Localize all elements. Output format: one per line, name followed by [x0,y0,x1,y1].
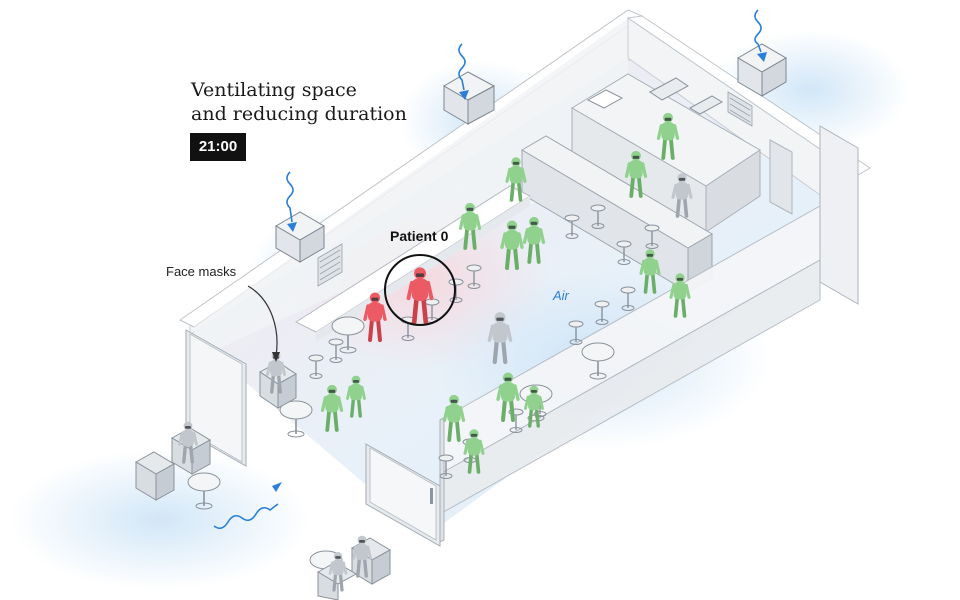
person-figure-icon [500,220,524,270]
face-masks-label: Face masks [166,264,237,279]
title-line: and reducing duration [191,103,407,125]
person-figure-icon [496,372,520,422]
bar-stool-icon [594,300,610,325]
person-figure-icon [624,150,648,198]
outdoor-air-haze [10,450,310,590]
person-figure-icon [363,292,387,342]
person-figure-icon [328,551,348,592]
right-end-wall [769,125,859,305]
person-figure-icon [522,216,546,264]
armchair-icon [135,451,175,501]
people-group [178,112,693,592]
front-left-wall [185,329,247,467]
bar-stool-icon [308,354,324,379]
bar-stool-icon [620,286,636,311]
cafe-table-icon [581,342,615,380]
person-figure-icon [487,312,513,365]
person-figure-icon [346,375,366,418]
person-figure-icon [463,429,485,474]
person-figure-icon [505,157,527,202]
person-figure-icon [178,421,198,464]
air-label: Air [553,288,569,303]
wall-vent [317,243,343,287]
vent-box-icon [275,211,325,263]
airflow-arrow-icon [286,171,297,232]
person-figure-icon [669,273,691,318]
person-figure-icon [671,173,693,218]
cafe-table-icon [187,472,221,510]
wall-vent [727,91,753,127]
person-figure-icon [656,112,680,160]
bar-stool-icon [644,224,660,249]
cafe-table-icon [331,316,365,354]
person-figure-icon [320,384,344,432]
bar-stool-icon [616,240,632,265]
bar-stool-icon [564,214,580,239]
cafe-table-icon [279,400,313,438]
patient-highlight-ring [384,254,456,326]
title-line: Ventilating space [191,79,357,101]
person-figure-icon [458,202,482,250]
bar-stool-icon [568,320,584,345]
back-wall-inner [194,18,628,360]
person-figure-icon [406,267,434,325]
person-figure-icon [524,385,544,428]
bar-stool-icon [466,264,482,289]
person-figure-icon [442,394,466,442]
person-figure-icon [352,535,372,578]
vent-box-icon [443,71,496,125]
infographic-title: Ventilating space and reducing duration [191,78,451,126]
patient-label: Patient 0 [390,228,449,244]
entrance-door [365,443,441,547]
airflow-arrow-icon [213,482,282,530]
person-figure-icon [639,249,661,294]
time-badge: 21:00 [190,133,246,161]
airflow-arrow-icon [754,9,767,62]
bar-stool-icon [438,454,454,479]
face-mask-pointer [247,285,278,357]
bar-stool-icon [328,338,344,363]
airflow-arrow-icon [458,43,469,100]
bar-stool-icon [590,204,606,229]
bar-stool-icon [448,278,464,303]
pointer-arrowhead-icon [272,352,280,362]
